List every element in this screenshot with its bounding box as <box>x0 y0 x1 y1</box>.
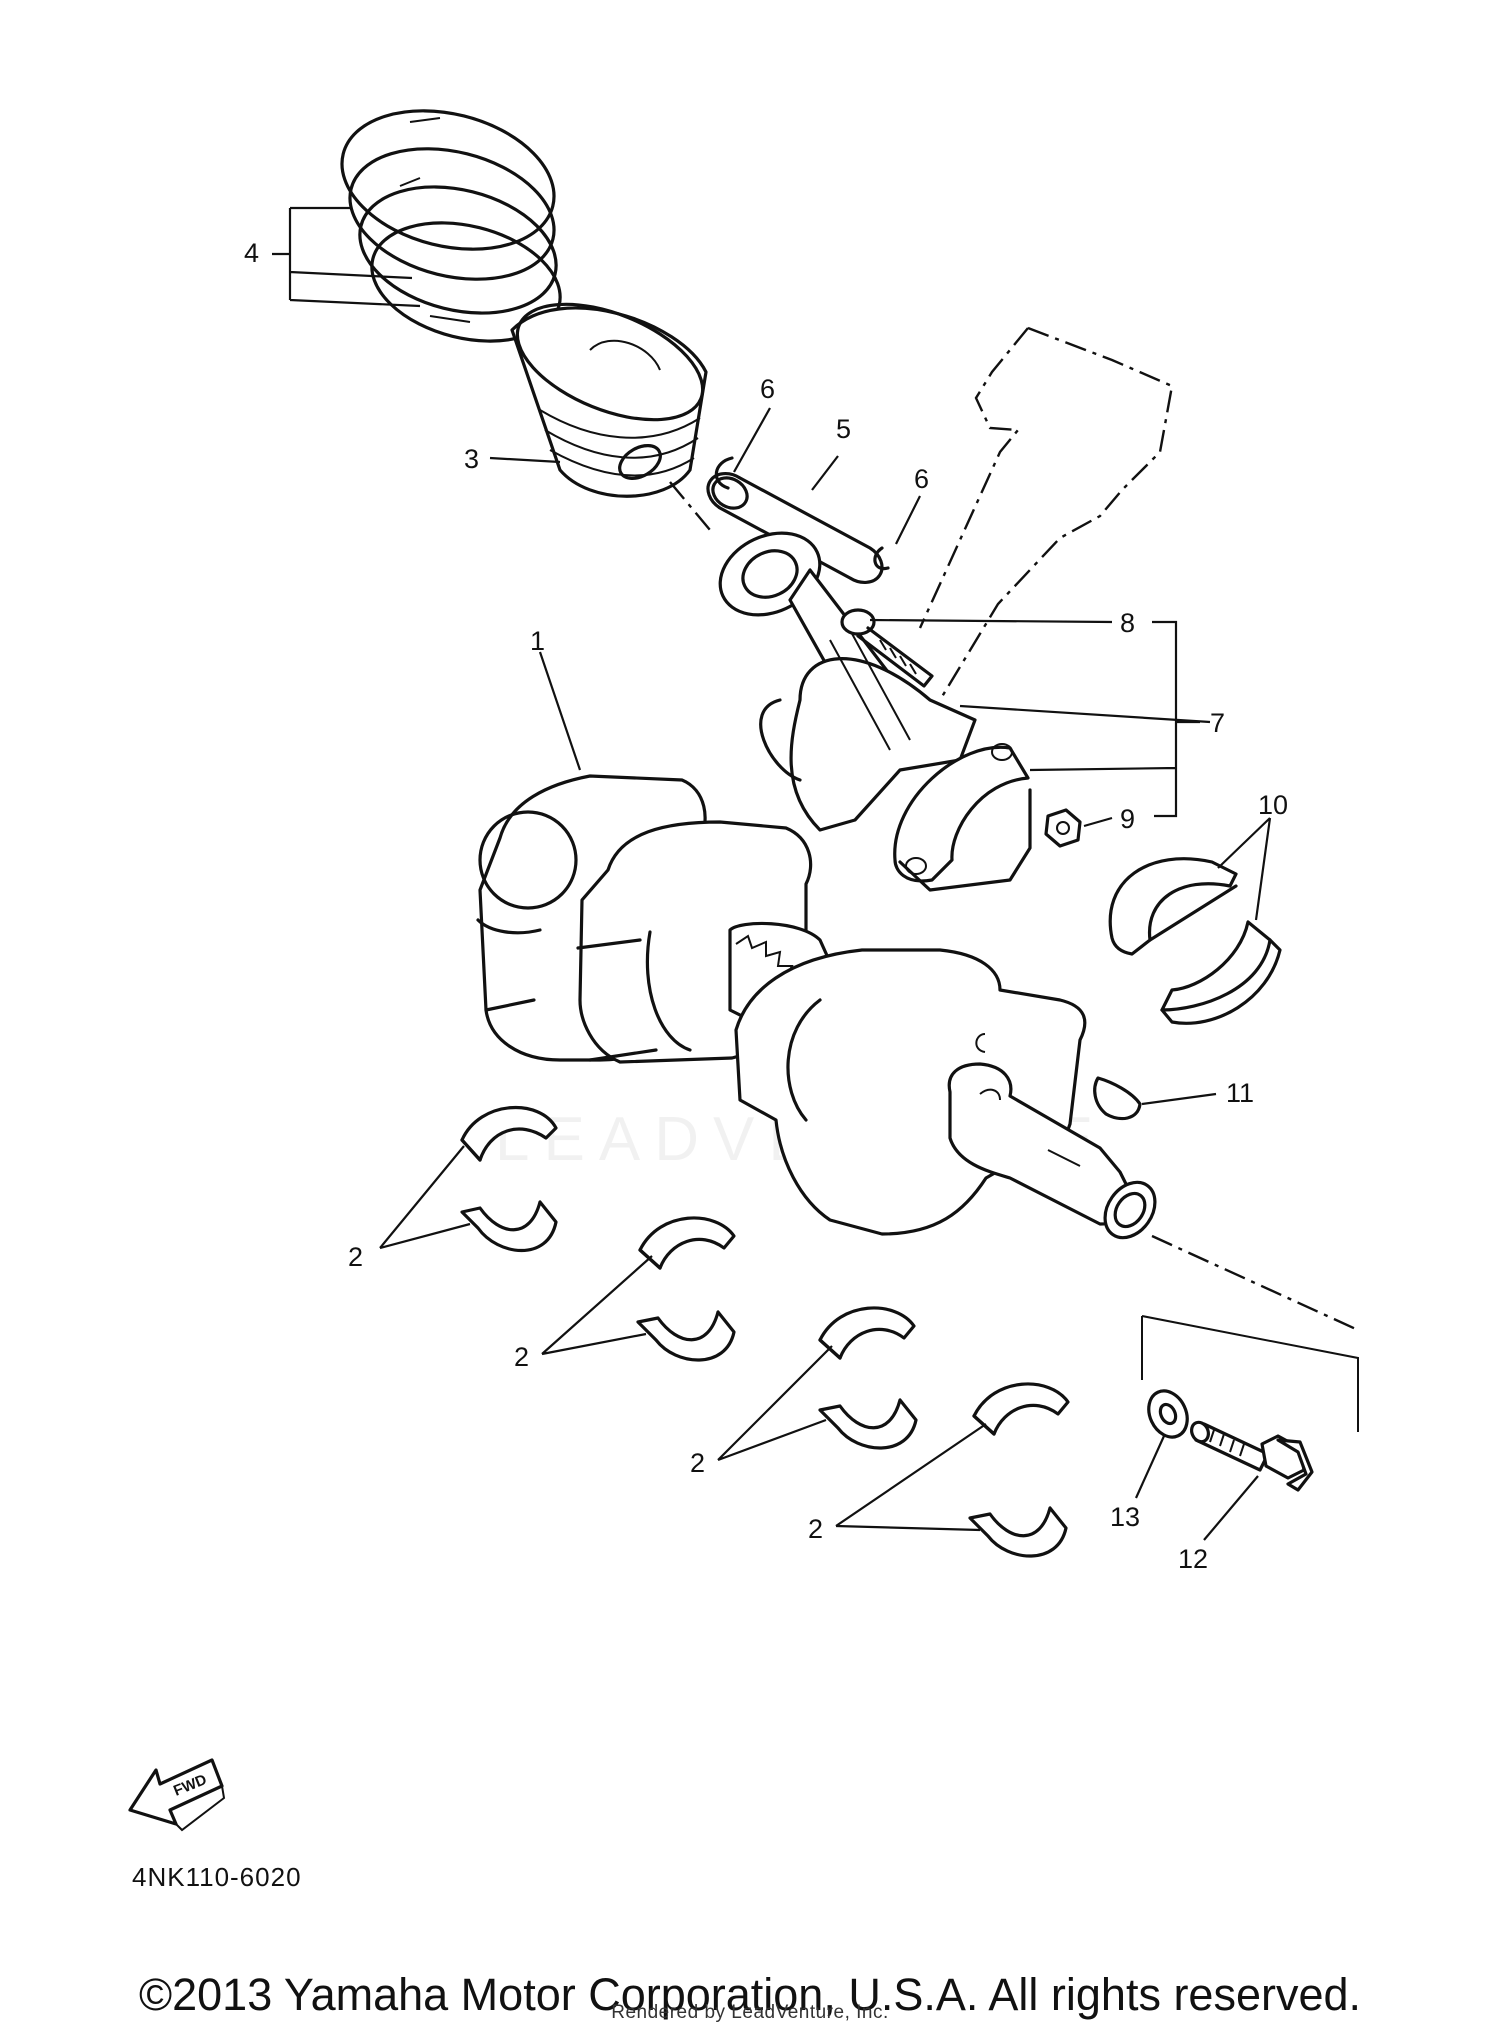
callout-6a: 6 <box>760 374 775 404</box>
leader-3 <box>489 456 561 464</box>
piston <box>510 302 708 498</box>
piston-rings <box>340 109 562 343</box>
callout-2d: 2 <box>808 1514 823 1544</box>
leader-2b <box>541 1255 653 1356</box>
callout-4: 4 <box>244 238 259 268</box>
connecting-rod <box>718 531 977 832</box>
callout-10: 10 <box>1258 790 1288 820</box>
piston-pin <box>706 471 884 585</box>
copyright-notice: ©2013 Yamaha Motor Corporation, U.S.A. A… <box>138 1969 1362 2020</box>
callout-6b: 6 <box>914 464 929 494</box>
rod-cap <box>893 743 1032 892</box>
rod-bolt <box>840 608 934 688</box>
washer <box>1147 1389 1189 1439</box>
leader-6a <box>733 407 771 473</box>
callout-9: 9 <box>1120 804 1135 834</box>
woodruff-key <box>1093 1076 1142 1121</box>
leader-11 <box>1141 1092 1217 1106</box>
callout-2c: 2 <box>690 1448 705 1478</box>
leader-13 <box>1134 1435 1166 1499</box>
big-end-bearings <box>1108 857 1282 1025</box>
rendered-by-notice: Rendered by LeadVenture, Inc. <box>611 2002 889 2023</box>
callout-1: 1 <box>530 626 545 656</box>
callout-5: 5 <box>836 414 851 444</box>
crankshaft-centerline <box>1151 1234 1359 1332</box>
crankcase-outline <box>669 326 1174 701</box>
leader-7 <box>959 704 1211 724</box>
callout-8: 8 <box>1120 608 1135 638</box>
leader-12 <box>1203 1475 1259 1541</box>
leader-5 <box>811 455 839 491</box>
callout-3: 3 <box>464 444 479 474</box>
rod-nut <box>1044 808 1082 848</box>
leader-6b <box>895 495 921 545</box>
fwd-arrow-icon: FWD <box>128 1758 226 1832</box>
leader-4 <box>272 206 421 308</box>
callout-2a: 2 <box>348 1242 363 1272</box>
inset-bracket <box>1141 1315 1359 1432</box>
leader-1 <box>538 651 582 771</box>
callout-11: 11 <box>1226 1078 1254 1108</box>
callout-13: 13 <box>1110 1502 1140 1532</box>
piston-pin-clips <box>714 456 890 571</box>
leader-2c <box>717 1345 833 1462</box>
main-bearings <box>460 1106 1070 1558</box>
callout-labels: 4 3 6 5 6 8 7 9 10 1 11 2 2 2 2 13 12 <box>244 238 1288 1574</box>
leader-2d <box>835 1423 987 1532</box>
leader-9 <box>1083 816 1113 828</box>
diagram-code: 4NK110-6020 <box>132 1862 302 1892</box>
leader-10 <box>1217 817 1272 921</box>
leader-lines <box>379 407 1272 1541</box>
callout-2b: 2 <box>514 1342 529 1372</box>
crankshaft <box>476 774 1157 1240</box>
bolt <box>1190 1420 1314 1492</box>
callout-7: 7 <box>1210 708 1225 738</box>
callout-12: 12 <box>1178 1544 1208 1574</box>
leader-2a <box>379 1145 471 1250</box>
